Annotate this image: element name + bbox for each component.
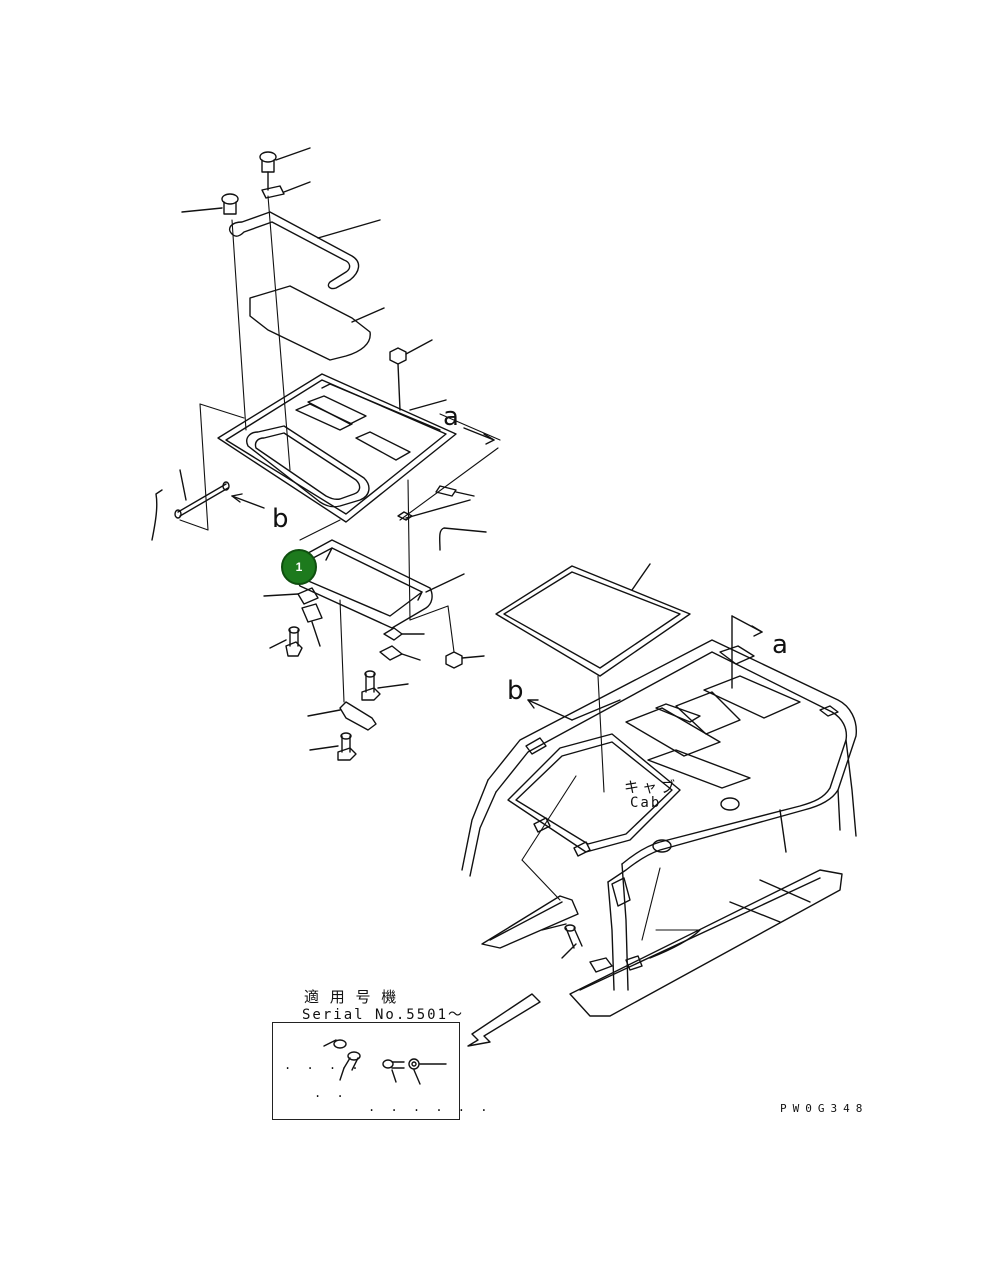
left-bracket-stub [151,489,163,541]
top-frame [228,211,381,290]
serial-box-dots-row3: . . . . . . [368,1100,492,1114]
cab-lower-bracket [481,775,579,949]
top-washer [261,181,311,199]
right-pin [397,485,475,521]
right-bracket-stub [438,527,487,551]
top-bolt-left [181,193,239,215]
view-mark-a-lower: a [772,630,788,660]
serial-box-washer-2 [408,1058,447,1085]
upper-nut [389,339,433,411]
lower-hardware-mid [361,627,425,701]
serial-box-bolt-2 [382,1059,405,1083]
hatch-frame [287,539,465,629]
serial-box-bolt-1 [339,1051,361,1081]
assembly-lines-top [231,195,291,471]
view-arrow-a-upper [409,399,495,445]
serial-label-japanese: 適 用 号 機 [304,988,400,1006]
serial-box-washer [323,1039,347,1049]
lower-hardware-left [263,587,323,657]
assembly-lines-mid [179,403,499,653]
lower-bolt [309,732,357,761]
view-mark-b-upper: b [272,504,289,534]
cab-label-japanese: キャブ [624,778,679,796]
lower-strap [307,599,377,731]
serial-box-dots-row1: . . . . [284,1058,363,1072]
view-mark-a-upper: a [443,402,459,432]
top-bolt-right [259,147,311,191]
view-arrow-b-lower [527,699,621,721]
serial-box-dots-row2: . . [314,1086,348,1100]
cab-lower-clip [589,867,701,973]
serial-variant-box [272,1022,460,1120]
cab-body [461,639,857,1017]
view-mark-b-lower: b [507,676,524,706]
view-arrow-a-lower [731,615,763,689]
cab-lower-bolt [541,923,583,959]
serial-arrow [467,993,541,1047]
cab-label-english: Cab [630,795,662,811]
drawing-code: PW0G348 [780,1102,869,1115]
roof-panel [217,373,501,523]
callout-1-badge[interactable]: 1 [281,549,317,585]
window-seal [495,563,691,793]
left-rod [174,469,230,519]
view-arrow-b-upper [231,493,265,509]
lower-nut-right [445,651,485,669]
serial-label-english: Serial No.5501～ [302,1007,465,1023]
sheet-plate [249,285,385,361]
